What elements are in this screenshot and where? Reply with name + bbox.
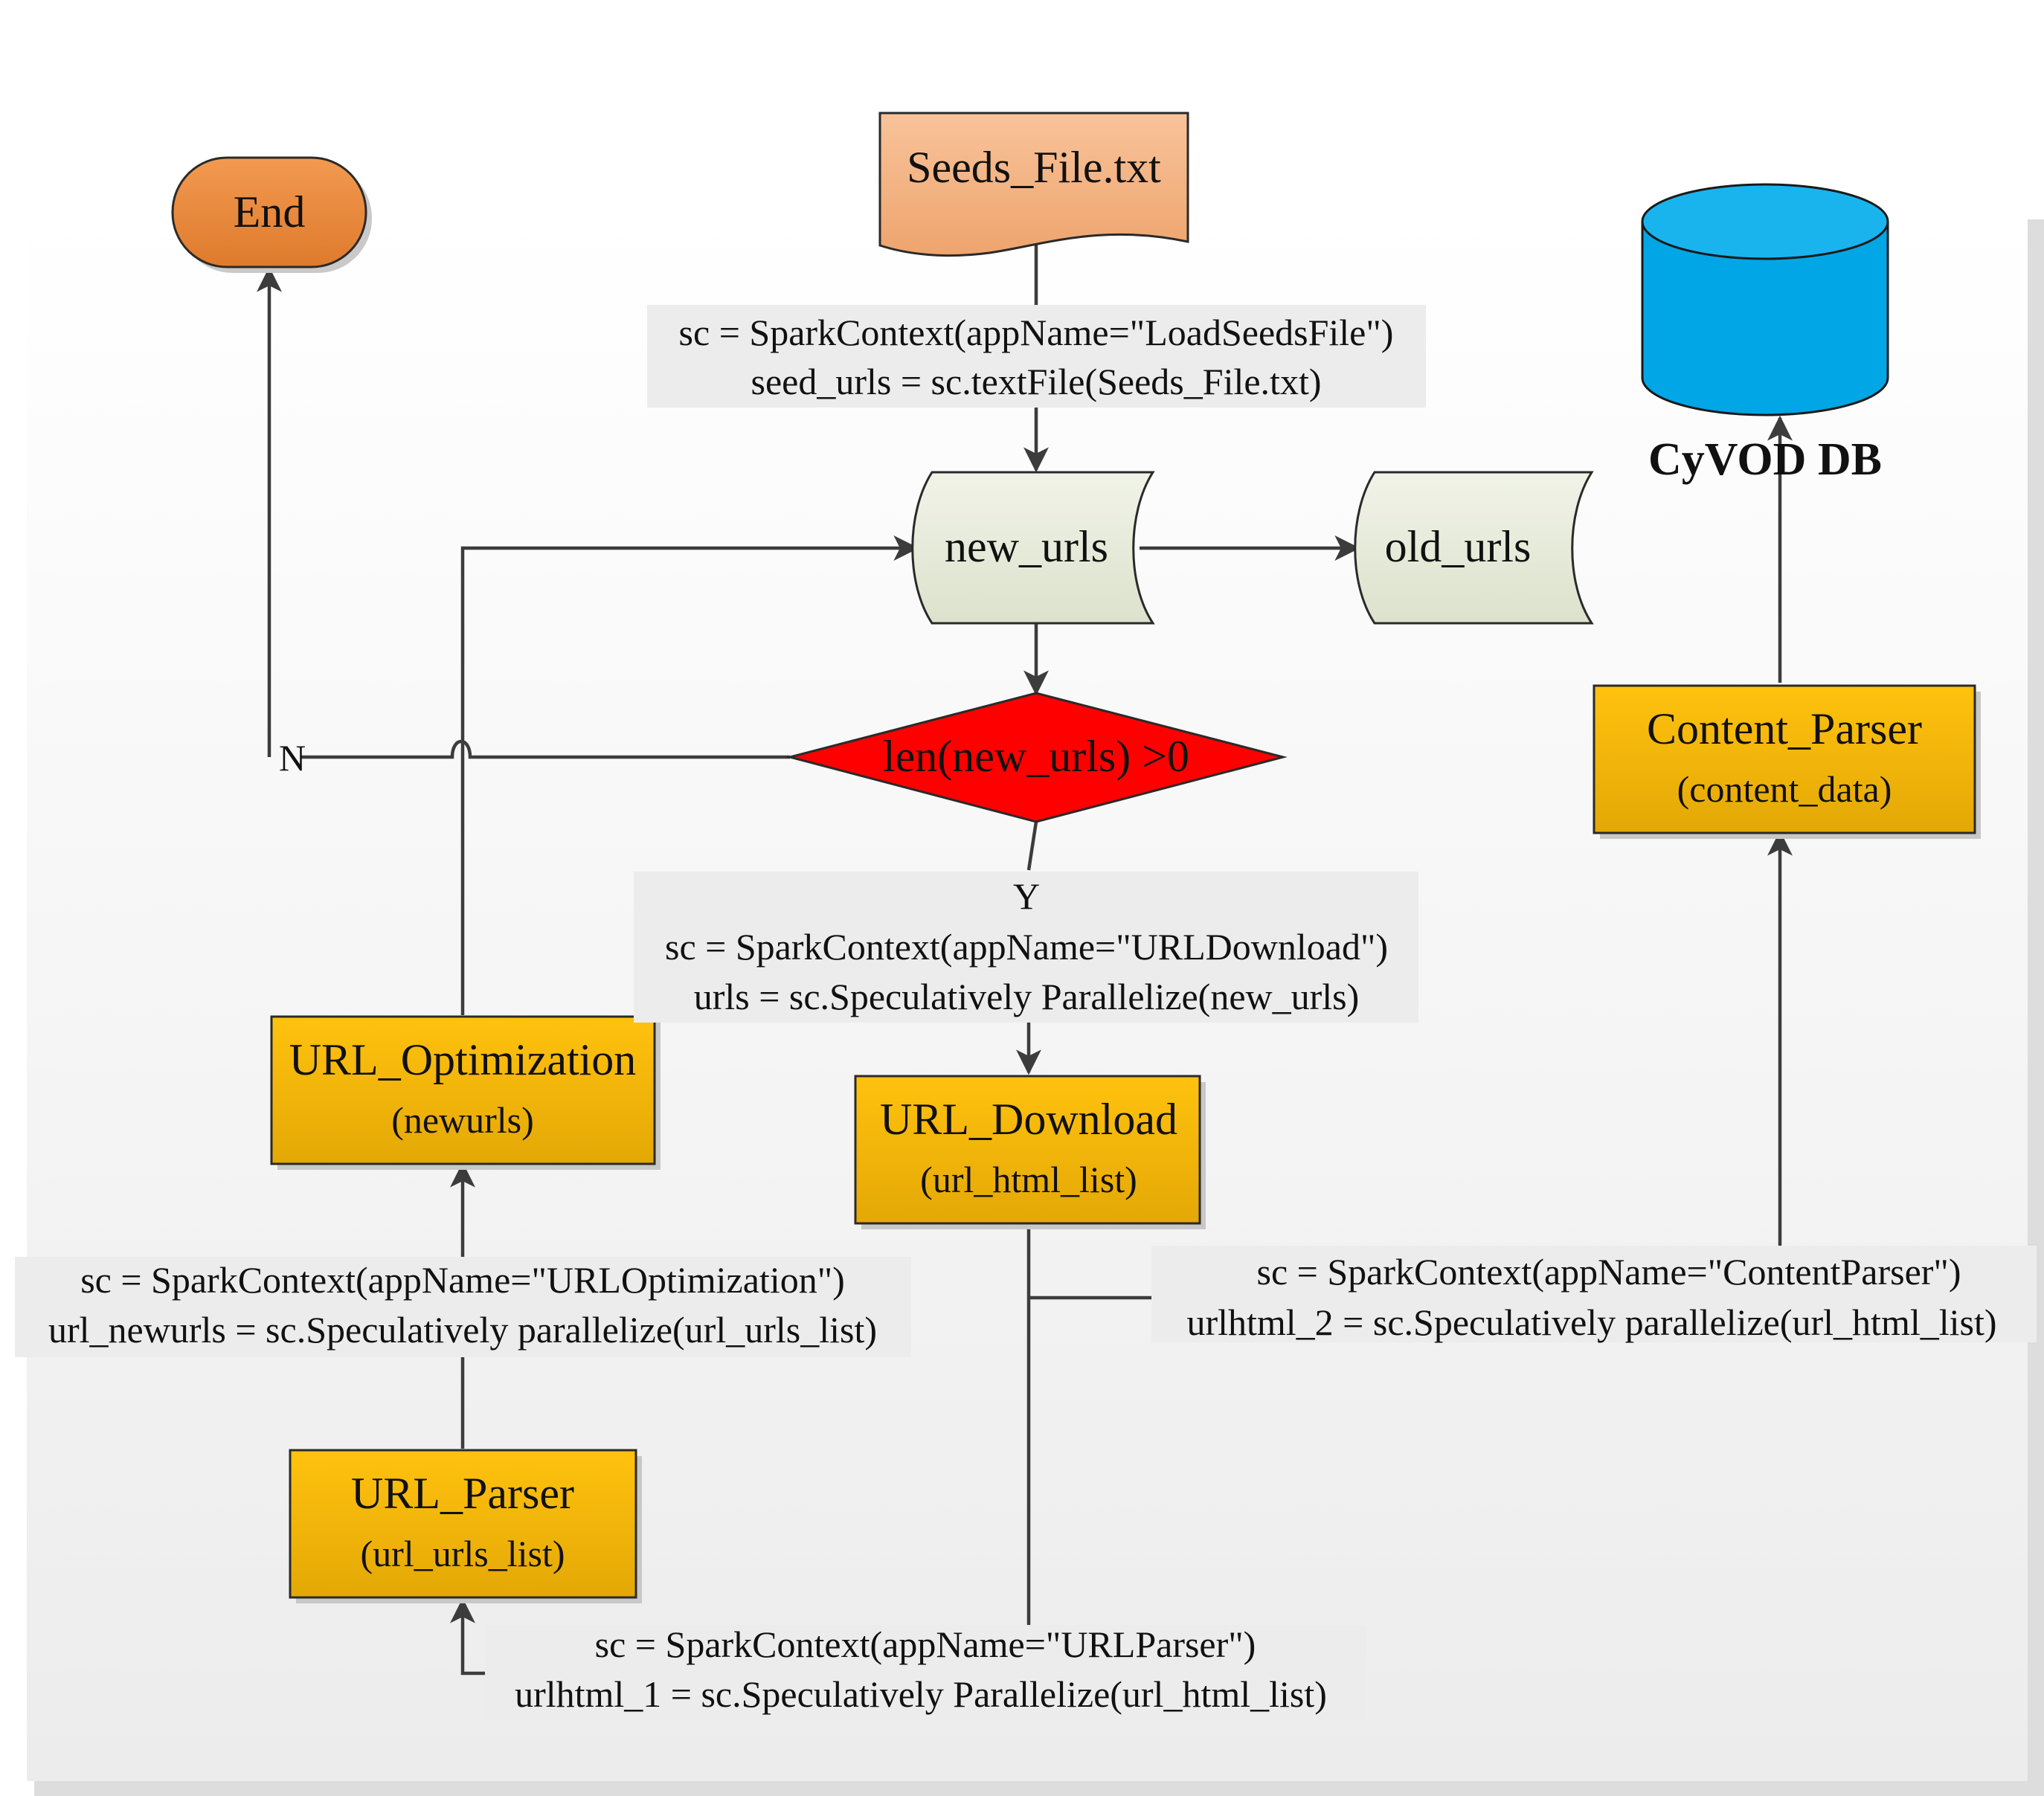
annotation-optimization-line1: sc = SparkContext(appName="URLOptimizati… — [80, 1259, 845, 1301]
annotation-load-line1: sc = SparkContext(appName="LoadSeedsFile… — [679, 312, 1394, 353]
content-parser-box: Content_Parser (content_data) — [1593, 684, 1981, 839]
url-optimization-sub: (newurls) — [391, 1099, 534, 1141]
url-download-sub: (url_html_list) — [920, 1159, 1137, 1200]
url-parser-label: URL_Parser — [351, 1469, 574, 1518]
annotation-content-parser: sc = SparkContext(appName="ContentParser… — [1151, 1246, 2037, 1343]
url-optimization-label: URL_Optimization — [289, 1035, 637, 1084]
annotation-parser-line2: urlhtml_1 = sc.Speculatively Parallelize… — [515, 1673, 1327, 1715]
new-urls-label: new_urls — [945, 522, 1108, 571]
annotation-download-line1: sc = SparkContext(appName="URLDownload") — [665, 926, 1388, 968]
content-parser-sub: (content_data) — [1677, 768, 1892, 810]
db-label: CyVOD DB — [1648, 434, 1882, 485]
annotation-content-line1: sc = SparkContext(appName="ContentParser… — [1257, 1251, 1961, 1293]
seeds-file-document: Seeds_File.txt — [878, 112, 1189, 257]
annotation-url-download: Y sc = SparkContext(appName="URLDownload… — [634, 872, 1418, 1023]
old-urls-storage: old_urls — [1354, 471, 1594, 625]
new-urls-storage: new_urls — [911, 471, 1155, 625]
url-parser-sub: (url_urls_list) — [361, 1533, 565, 1574]
connector-to-url-parser — [450, 1597, 485, 1676]
cyvod-db-cylinder: CyVOD DB — [1641, 183, 1889, 485]
branch-no-label: N — [279, 737, 306, 779]
url-optimization-box: URL_Optimization (newurls) — [270, 1015, 661, 1170]
old-urls-label: old_urls — [1385, 522, 1532, 571]
annotation-url-optimization: sc = SparkContext(appName="URLOptimizati… — [15, 1257, 911, 1357]
annotation-content-line2: urlhtml_2 = sc.Speculatively parallelize… — [1186, 1301, 1996, 1343]
content-parser-label: Content_Parser — [1647, 704, 1922, 753]
annotation-optimization-line2: url_newurls = sc.Speculatively paralleli… — [48, 1309, 877, 1351]
annotation-load-seeds: sc = SparkContext(appName="LoadSeedsFile… — [647, 305, 1426, 408]
annotation-download-line2: urls = sc.Speculatively Parallelize(new_… — [694, 976, 1360, 1017]
annotation-url-parser: sc = SparkContext(appName="URLParser") u… — [485, 1623, 1366, 1720]
branch-yes-label: Y — [1013, 875, 1040, 917]
url-download-label: URL_Download — [880, 1095, 1177, 1144]
annotation-parser-line1: sc = SparkContext(appName="URLParser") — [595, 1623, 1256, 1665]
decision-label: len(new_urls) >0 — [883, 732, 1189, 781]
end-terminator: End — [171, 156, 372, 273]
seeds-file-label: Seeds_File.txt — [907, 143, 1161, 192]
url-parser-box: URL_Parser (url_urls_list) — [289, 1449, 642, 1603]
annotation-load-line2: seed_urls = sc.textFile(Seeds_File.txt) — [751, 361, 1322, 402]
end-label: End — [234, 187, 306, 236]
connector-decision-yes — [1026, 821, 1038, 871]
connector-optimization-to-new-urls — [460, 535, 919, 1015]
decision-diamond: len(new_urls) >0 — [785, 692, 1288, 823]
url-download-box: URL_Download (url_html_list) — [854, 1075, 1206, 1229]
